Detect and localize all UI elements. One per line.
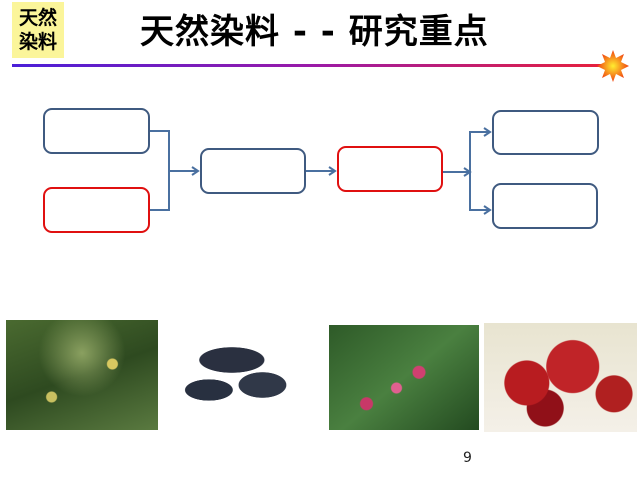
flow-box-5	[492, 110, 599, 155]
flow-box-3	[200, 148, 306, 194]
starburst-icon	[597, 50, 629, 82]
photo-plant-leaves	[6, 320, 158, 430]
title-divider	[12, 64, 610, 67]
flow-box-4	[337, 146, 443, 192]
photo-pink-berries	[329, 325, 479, 430]
photo-dried-galls	[163, 325, 316, 425]
slide-title: 天然染料 - - 研究重点	[140, 12, 489, 52]
flow-box-2	[43, 187, 150, 233]
photo-pomegranates	[484, 323, 637, 432]
tag-line2: 染料	[18, 31, 57, 53]
flow-box-1	[43, 108, 150, 154]
section-tag: 天然染料	[12, 2, 64, 58]
page-number: 9	[463, 450, 472, 466]
tag-line1: 天然	[18, 7, 57, 29]
flow-box-6	[492, 183, 598, 229]
